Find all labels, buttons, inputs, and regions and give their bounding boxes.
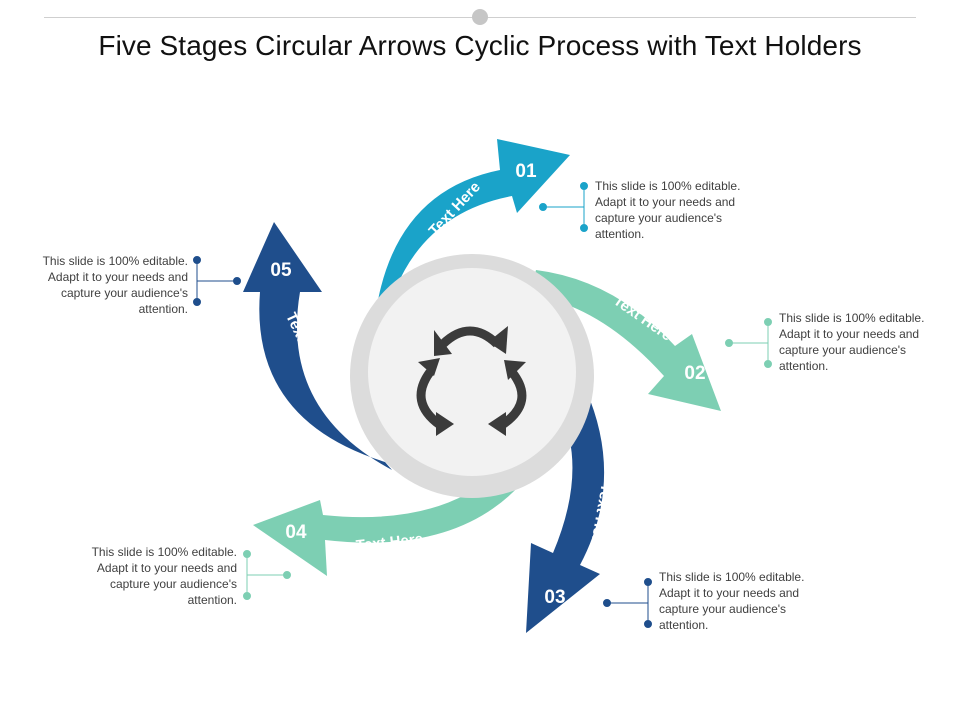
stage-01-connector <box>539 182 588 232</box>
stage-02-connector <box>725 318 772 368</box>
stage-03-description: This slide is 100% editable. Adapt it to… <box>659 570 805 632</box>
recycle-arrowhead-2 <box>488 326 508 354</box>
stage-05-arrow <box>243 222 392 470</box>
recycle-arrowhead-6 <box>488 412 506 436</box>
stage-01-number: 01 <box>515 161 537 182</box>
stage-03-arrow <box>526 390 605 633</box>
stage-02-number: 02 <box>684 363 705 384</box>
recycle-arrowhead-4 <box>504 360 526 380</box>
stage-02-arrow <box>530 270 721 411</box>
stage-01-description: This slide is 100% editable. Adapt it to… <box>595 179 741 241</box>
stage-03-number: 03 <box>544 587 565 608</box>
recycle-arrowhead-1 <box>434 330 452 356</box>
recycle-arrowhead-5 <box>436 412 454 436</box>
stage-04-connector <box>243 550 291 600</box>
stage-04-number: 04 <box>285 522 307 543</box>
stage-05-description: This slide is 100% editable. Adapt it to… <box>42 254 188 316</box>
stage-04-arrow <box>253 470 520 576</box>
center-disc <box>368 268 576 476</box>
stage-04-label: Text Here <box>355 531 424 555</box>
stage-05-number: 05 <box>270 260 292 281</box>
slide-title: Five Stages Circular Arrows Cyclic Proce… <box>98 30 862 61</box>
stage-01-arrow <box>378 139 570 300</box>
stage-02-description: This slide is 100% editable. Adapt it to… <box>779 311 925 373</box>
stage-04-description: This slide is 100% editable. Adapt it to… <box>91 545 237 607</box>
top-divider-dot <box>472 9 488 25</box>
recycle-arrowhead-3 <box>418 358 440 376</box>
stage-05-connector <box>193 256 241 306</box>
stage-03-connector <box>603 578 652 628</box>
